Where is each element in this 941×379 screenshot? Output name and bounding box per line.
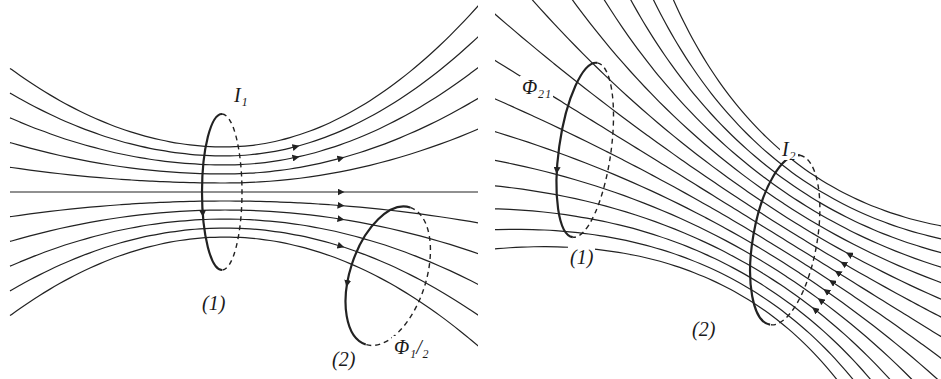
field-line xyxy=(495,19,941,377)
field-line xyxy=(495,0,941,356)
field-lines xyxy=(10,4,478,348)
field-arrow xyxy=(815,310,821,315)
field-line xyxy=(10,97,478,174)
field-line xyxy=(495,181,941,379)
current-arrow xyxy=(202,206,203,214)
loop-back xyxy=(222,114,242,270)
field-line xyxy=(10,128,478,183)
flux-label: Φ₂₁ xyxy=(520,76,553,98)
current-loop xyxy=(547,59,623,241)
field-arrow xyxy=(290,157,296,158)
field-arrow xyxy=(849,254,856,258)
loop-back xyxy=(573,63,623,241)
current-label: I₂ xyxy=(780,138,798,160)
field-line xyxy=(495,0,941,335)
field-line xyxy=(10,237,478,347)
field-line xyxy=(556,0,941,271)
field-arrow xyxy=(335,244,341,246)
field-lines xyxy=(495,0,941,379)
current-arrow xyxy=(346,277,349,284)
loop-back xyxy=(770,155,831,330)
field-line xyxy=(608,0,941,233)
loop-number: (1) xyxy=(568,246,595,268)
field-line xyxy=(495,229,928,379)
field-arrow xyxy=(826,291,833,296)
loop-front xyxy=(202,114,222,270)
field-arrow xyxy=(838,273,845,277)
loop-number: (2) xyxy=(330,348,357,370)
field-line xyxy=(495,60,941,379)
flux-label: Φ₁/₂ xyxy=(392,336,431,358)
field-arrow xyxy=(335,205,341,206)
loop-number: (1) xyxy=(200,292,227,314)
current-loops xyxy=(202,59,831,356)
current-loop xyxy=(739,150,832,331)
field-arrow xyxy=(335,218,341,220)
field-arrow xyxy=(843,263,850,267)
loop-front xyxy=(739,150,800,325)
field-line xyxy=(495,208,941,379)
current-loop xyxy=(202,114,242,270)
field-line xyxy=(10,191,478,192)
field-arrow xyxy=(821,300,827,305)
field-line xyxy=(10,210,478,254)
loop-front xyxy=(547,59,597,237)
field-line xyxy=(10,66,478,165)
field-line xyxy=(531,0,941,292)
field-line xyxy=(495,102,941,379)
loop-front xyxy=(330,196,411,345)
field-arrow xyxy=(335,192,341,193)
current-label: I₁ xyxy=(232,84,250,106)
field-line xyxy=(495,143,941,379)
loop-number: (2) xyxy=(690,318,717,340)
field-line xyxy=(495,247,914,379)
field-line xyxy=(10,4,478,147)
field-arrow xyxy=(832,282,839,286)
current-loop xyxy=(330,196,447,356)
field-arrow xyxy=(290,147,296,149)
field-line xyxy=(10,35,478,156)
loop-back xyxy=(366,208,447,357)
current-arrow xyxy=(556,162,558,171)
field-arrow xyxy=(335,158,341,160)
